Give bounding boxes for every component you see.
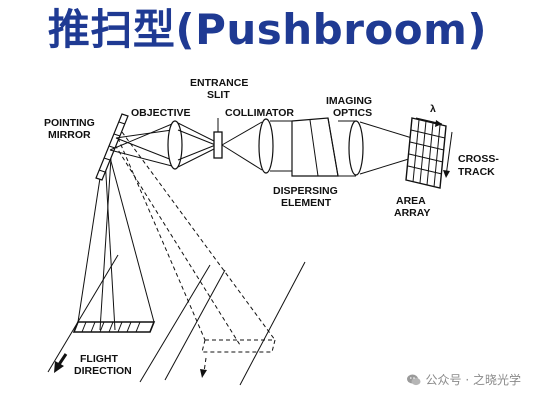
ground-plane-next — [164, 261, 306, 386]
objective-lens — [167, 120, 183, 170]
label-imaging: IMAGING — [326, 95, 372, 107]
ground-swath-next — [201, 339, 276, 353]
label-element: ELEMENT — [281, 197, 332, 209]
label-entrance: ENTRANCE — [190, 77, 248, 89]
imaging-optics-lens — [348, 120, 364, 176]
entrance-slit — [213, 118, 223, 159]
label-track: TRACK — [458, 166, 495, 178]
watermark: 公众号 · 之晓光学 — [406, 371, 521, 388]
label-slit: SLIT — [207, 89, 230, 101]
watermark-text: 公众号 · 之晓光学 — [425, 373, 521, 387]
flight-direction-arrow-next — [200, 357, 207, 378]
wechat-icon — [406, 374, 421, 385]
label-optics: OPTICS — [333, 107, 372, 119]
lambda-arrow — [415, 117, 443, 127]
label-mirror: MIRROR — [48, 129, 91, 141]
mirror-to-objective-rays — [109, 123, 173, 167]
label-flight: FLIGHT — [80, 353, 118, 365]
label-pointing: POINTING — [44, 117, 95, 129]
page-title: 推扫型(Pushbroom) — [47, 5, 488, 54]
label-direction: DIRECTION — [74, 365, 132, 377]
collimator-lens — [258, 118, 274, 174]
area-array-detector — [405, 117, 447, 189]
label-lambda: λ — [430, 103, 436, 115]
imaging-to-array-rays — [338, 120, 413, 177]
label-objective: OBJECTIVE — [131, 107, 191, 119]
label-cross: CROSS- — [458, 153, 499, 165]
ground-plane-main — [47, 254, 211, 383]
ground-rays — [77, 131, 276, 346]
label-area: AREA — [396, 195, 426, 207]
label-dispersing: DISPERSING — [273, 185, 338, 197]
collimated-beam — [270, 120, 292, 172]
flight-direction-arrow — [54, 353, 68, 373]
slit-to-collimator-rays — [221, 121, 263, 171]
label-collimator: COLLIMATOR — [225, 107, 294, 119]
dispersing-element — [291, 117, 339, 177]
label-array: ARRAY — [394, 207, 430, 219]
ground-swath — [72, 321, 156, 333]
pointing-mirror — [95, 113, 129, 181]
cross-track-arrow — [443, 131, 453, 178]
objective-to-slit-rays — [177, 122, 219, 168]
